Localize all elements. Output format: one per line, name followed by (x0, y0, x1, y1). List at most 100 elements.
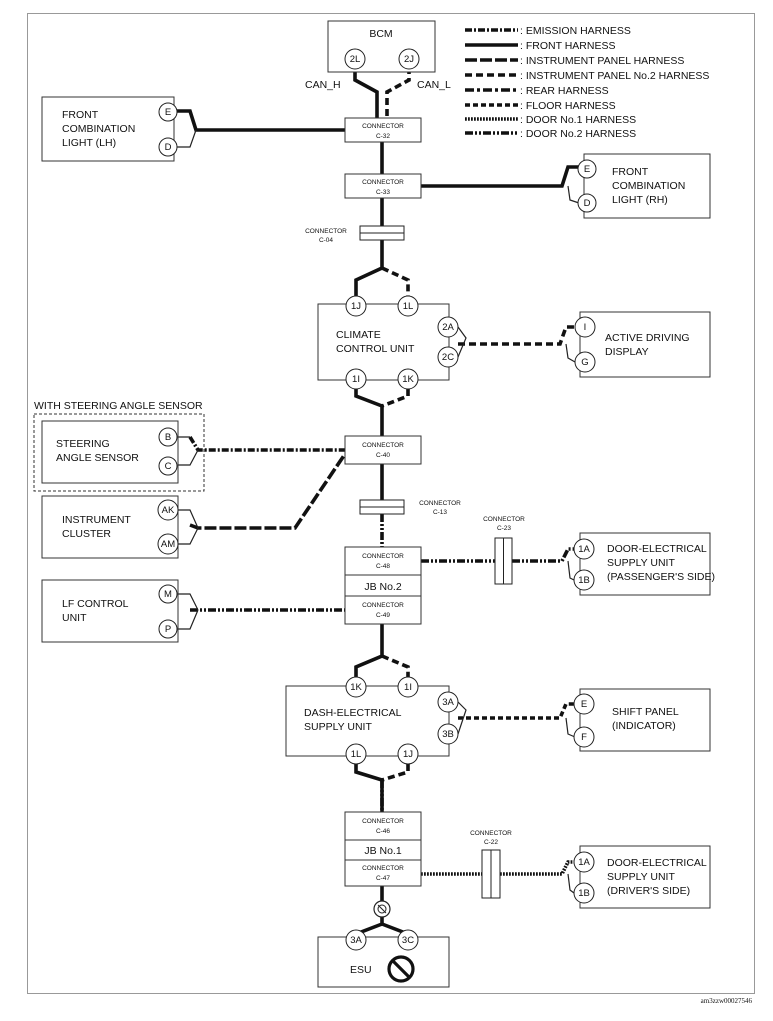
door-drv-pin-1a (573, 851, 595, 873)
lf-pin-m (158, 584, 178, 604)
connector-c48-word: CONNECTOR (362, 553, 404, 560)
connector-c04-code: C-04 (319, 237, 333, 244)
esu-box (317, 936, 450, 988)
connector-c49-box (344, 595, 422, 625)
legend-label: : INSTRUMENT PANEL No.2 HARNESS (520, 70, 709, 82)
harness-legend: : EMISSION HARNESS : FRONT HARNESS : INS… (465, 25, 709, 140)
shift-pin-e (573, 693, 595, 715)
cluster-pin-ak-label: AK (162, 505, 175, 516)
sas-box (41, 420, 179, 484)
dash-pin-1k-label: 1K (350, 682, 362, 693)
wire-shift-bottom (565, 717, 576, 738)
wire-c49-1k (354, 624, 384, 679)
front-light-rh-line2: COMBINATION (612, 180, 685, 192)
wire-sas-pins (178, 436, 199, 466)
esu-pin-3a (345, 929, 367, 951)
door-supply-unit-driver: DOOR-ELECTRICAL SUPPLY UNIT (DRIVER'S SI… (573, 845, 711, 909)
front-light-lh-line3: LIGHT (LH) (62, 137, 116, 149)
wire-dash-3a-3b (457, 701, 467, 735)
wire-lh-light (174, 109, 345, 132)
sas-pin-b-label: B (165, 432, 171, 443)
door-drv-pin-1a-label: 1A (578, 857, 590, 868)
dash-line1: DASH-ELECTRICAL (304, 707, 402, 719)
connector-c22: CONNECTOR C-22 (470, 830, 512, 899)
wire-door-pass-bottom (567, 560, 575, 581)
connector-c33: CONNECTOR C-33 (344, 173, 422, 199)
shift-pin-e-label: E (581, 699, 587, 710)
connector-c47-code: C-47 (376, 875, 390, 882)
connector-c49-code: C-49 (376, 612, 390, 619)
front-light-rh-pin-d (577, 193, 597, 213)
active-display-pin-g-label: G (581, 357, 588, 368)
dash-pin-1i (397, 676, 419, 698)
can-h-label: CAN_H (305, 79, 341, 91)
front-light-rh-pin-e (577, 159, 597, 179)
connector-c32-box (344, 117, 422, 143)
legend-label: : REAR HARNESS (520, 85, 609, 97)
shift-box (579, 688, 711, 752)
front-light-rh: FRONT COMBINATION LIGHT (RH) E D (577, 153, 711, 219)
bcm-pin-2l-label: 2L (350, 54, 361, 65)
active-display-line1: ACTIVE DRIVING (605, 332, 690, 344)
wire-c49-1i (381, 654, 410, 679)
shift-pin-f (573, 726, 595, 748)
wire-bcm-can-h (353, 67, 379, 118)
active-display-pin-i (574, 316, 596, 338)
connector-c13: CONNECTOR C-13 (359, 499, 461, 516)
front-light-rh-line1: FRONT (612, 166, 649, 178)
door-pass-pin-1b-label: 1B (578, 575, 590, 586)
connector-c13-word: CONNECTOR (419, 500, 461, 507)
esu-pin-3c (397, 929, 419, 951)
climate-pin-1l (397, 295, 419, 317)
shift-line2: (INDICATOR) (612, 720, 676, 732)
dash-pin-1j (397, 743, 419, 765)
active-driving-display: ACTIVE DRIVING DISPLAY I G (574, 311, 711, 378)
climate-pin-2a (437, 316, 459, 338)
climate-control-unit: CLIMATE CONTROL UNIT 1J 1L 2A 2C 1I 1K (317, 295, 459, 390)
legend-label: : FRONT HARNESS (520, 40, 615, 52)
climate-line2: CONTROL UNIT (336, 343, 415, 355)
legend-item-door-2: : DOOR No.2 HARNESS (465, 128, 636, 140)
climate-line1: CLIMATE (336, 329, 381, 341)
wire-rh-light (421, 165, 579, 188)
prohibited-slash (391, 959, 411, 979)
legend-label: : DOOR No.1 HARNESS (520, 114, 636, 126)
wire-c04-1l (381, 266, 410, 296)
door-pass-pin-1b (573, 569, 595, 591)
sas-line1: STEERING (56, 438, 110, 450)
dash-pin-3b-label: 3B (442, 729, 454, 740)
door-drv-line1: DOOR-ELECTRICAL (607, 857, 707, 869)
climate-pin-1j (345, 295, 367, 317)
esu-pin-3c-label: 3C (402, 935, 414, 946)
lf-control-unit: LF CONTROL UNIT M P (41, 579, 179, 643)
climate-pin-1k (397, 368, 419, 390)
ground-plug-icon (373, 900, 391, 918)
bcm-pin-2j (398, 48, 420, 70)
jb2-label: JB No.2 (364, 581, 402, 593)
steering-angle-sensor-group: WITH STEERING ANGLE SENSOR STEERING ANGL… (33, 400, 205, 492)
with-sas-label: WITH STEERING ANGLE SENSOR (34, 400, 203, 412)
connector-c22-word: CONNECTOR (470, 830, 512, 837)
sas-pin-b (158, 427, 178, 447)
lf-box (41, 579, 179, 643)
shift-line1: SHIFT PANEL (612, 706, 679, 718)
prohibited-ring (387, 955, 415, 983)
legend-item-front: : FRONT HARNESS (465, 40, 615, 52)
wire-1i-c40 (354, 389, 384, 436)
door-drv-pin-1b (573, 882, 595, 904)
cluster-pin-am (157, 533, 179, 555)
front-light-lh-box (41, 96, 175, 162)
front-light-lh-pin-e-label: E (165, 107, 171, 118)
esu-title: ESU (350, 964, 372, 976)
wire-1k-c40 (381, 389, 410, 408)
connector-c49-word: CONNECTOR (362, 602, 404, 609)
connector-c47-word: CONNECTOR (362, 865, 404, 872)
front-light-rh-box (583, 153, 711, 219)
dash-line2: SUPPLY UNIT (304, 721, 372, 733)
esu-pin-3a-label: 3A (350, 935, 362, 946)
climate-pin-2c-label: 2C (442, 352, 454, 363)
figure-id: am3zzw00027546 (701, 997, 753, 1005)
active-display-pin-g (574, 351, 596, 373)
door-supply-unit-passenger: DOOR-ELECTRICAL SUPPLY UNIT (PASSENGER'S… (573, 532, 715, 596)
front-light-lh-line2: COMBINATION (62, 123, 135, 135)
